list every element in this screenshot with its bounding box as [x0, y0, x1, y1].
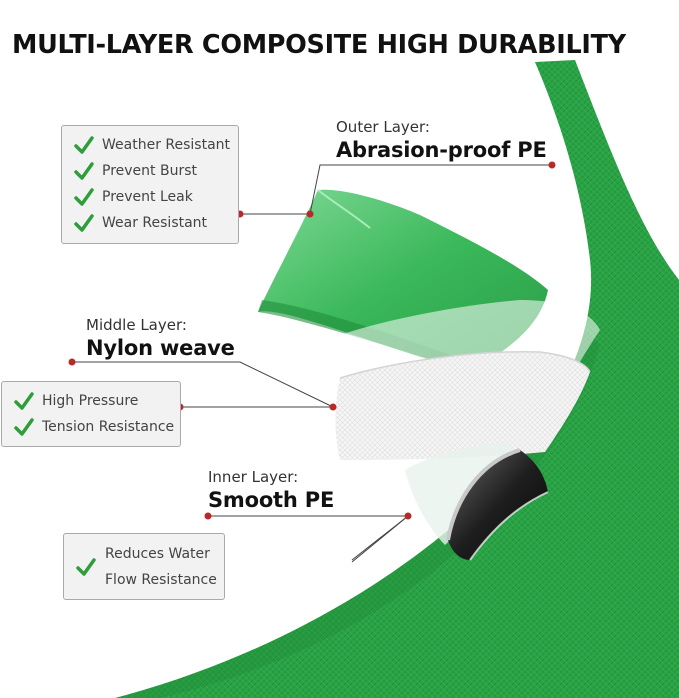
- feature-item: High Pressure: [14, 391, 138, 411]
- check-icon: [74, 214, 94, 232]
- inner-layer-label: Inner Layer: Smooth PE: [208, 468, 334, 513]
- inner-callout-line: [208, 515, 410, 561]
- nylon-weave-layer: [335, 351, 590, 460]
- outer-layer-material: Abrasion-proof PE: [336, 138, 547, 162]
- inner-features-box: Reduces Water Flow Resistance: [63, 533, 225, 600]
- feature-label: Tension Resistance: [42, 419, 175, 435]
- feature-label: Prevent Leak: [102, 189, 193, 205]
- outer-layer-name: Outer Layer:: [336, 118, 430, 136]
- marker-dot-icon: [404, 512, 412, 520]
- check-icon: [74, 162, 94, 180]
- feature-label: Wear Resistant: [102, 215, 208, 231]
- marker-dot-icon: [329, 403, 337, 411]
- middle-layer-material: Nylon weave: [86, 336, 235, 360]
- check-icon: [74, 136, 94, 154]
- middle-callout-line: [72, 361, 334, 408]
- marker-dot-icon: [68, 358, 76, 366]
- feature-item: Weather Resistant: [74, 135, 230, 155]
- feature-label: Prevent Burst: [102, 163, 197, 179]
- inner-layer-material: Smooth PE: [208, 488, 335, 512]
- page-title: MULTI-LAYER COMPOSITE HIGH DURABILITY: [12, 30, 626, 60]
- middle-layer-label: Middle Layer: Nylon weave: [86, 316, 235, 361]
- feature-item: Prevent Leak: [74, 187, 193, 207]
- feature-label: Flow Resistance: [105, 572, 217, 588]
- outer-features-box: Weather Resistant Prevent Burst Prevent …: [61, 125, 239, 244]
- feature-label: Reduces Water: [105, 546, 210, 562]
- middle-layer-name: Middle Layer:: [86, 316, 187, 334]
- marker-dot-icon: [306, 210, 314, 218]
- check-icon: [14, 392, 34, 410]
- marker-dot-icon: [548, 161, 556, 169]
- check-icon: [76, 558, 96, 576]
- feature-item: Wear Resistant: [74, 213, 207, 233]
- outer-layer-label: Outer Layer: Abrasion-proof PE: [336, 118, 547, 163]
- inner-tube: [448, 450, 548, 560]
- feature-label: Weather Resistant: [102, 137, 231, 153]
- feature-item: Tension Resistance: [14, 417, 174, 437]
- check-icon: [74, 188, 94, 206]
- feature-item: Prevent Burst: [74, 161, 197, 181]
- inner-layer-name: Inner Layer:: [208, 468, 299, 486]
- middle-features-box: High Pressure Tension Resistance: [1, 381, 181, 447]
- feature-label: High Pressure: [42, 393, 139, 409]
- check-icon: [14, 418, 34, 436]
- hose-body: [115, 60, 679, 698]
- marker-dot-icon: [204, 512, 212, 520]
- outer-callout-line: [240, 164, 552, 215]
